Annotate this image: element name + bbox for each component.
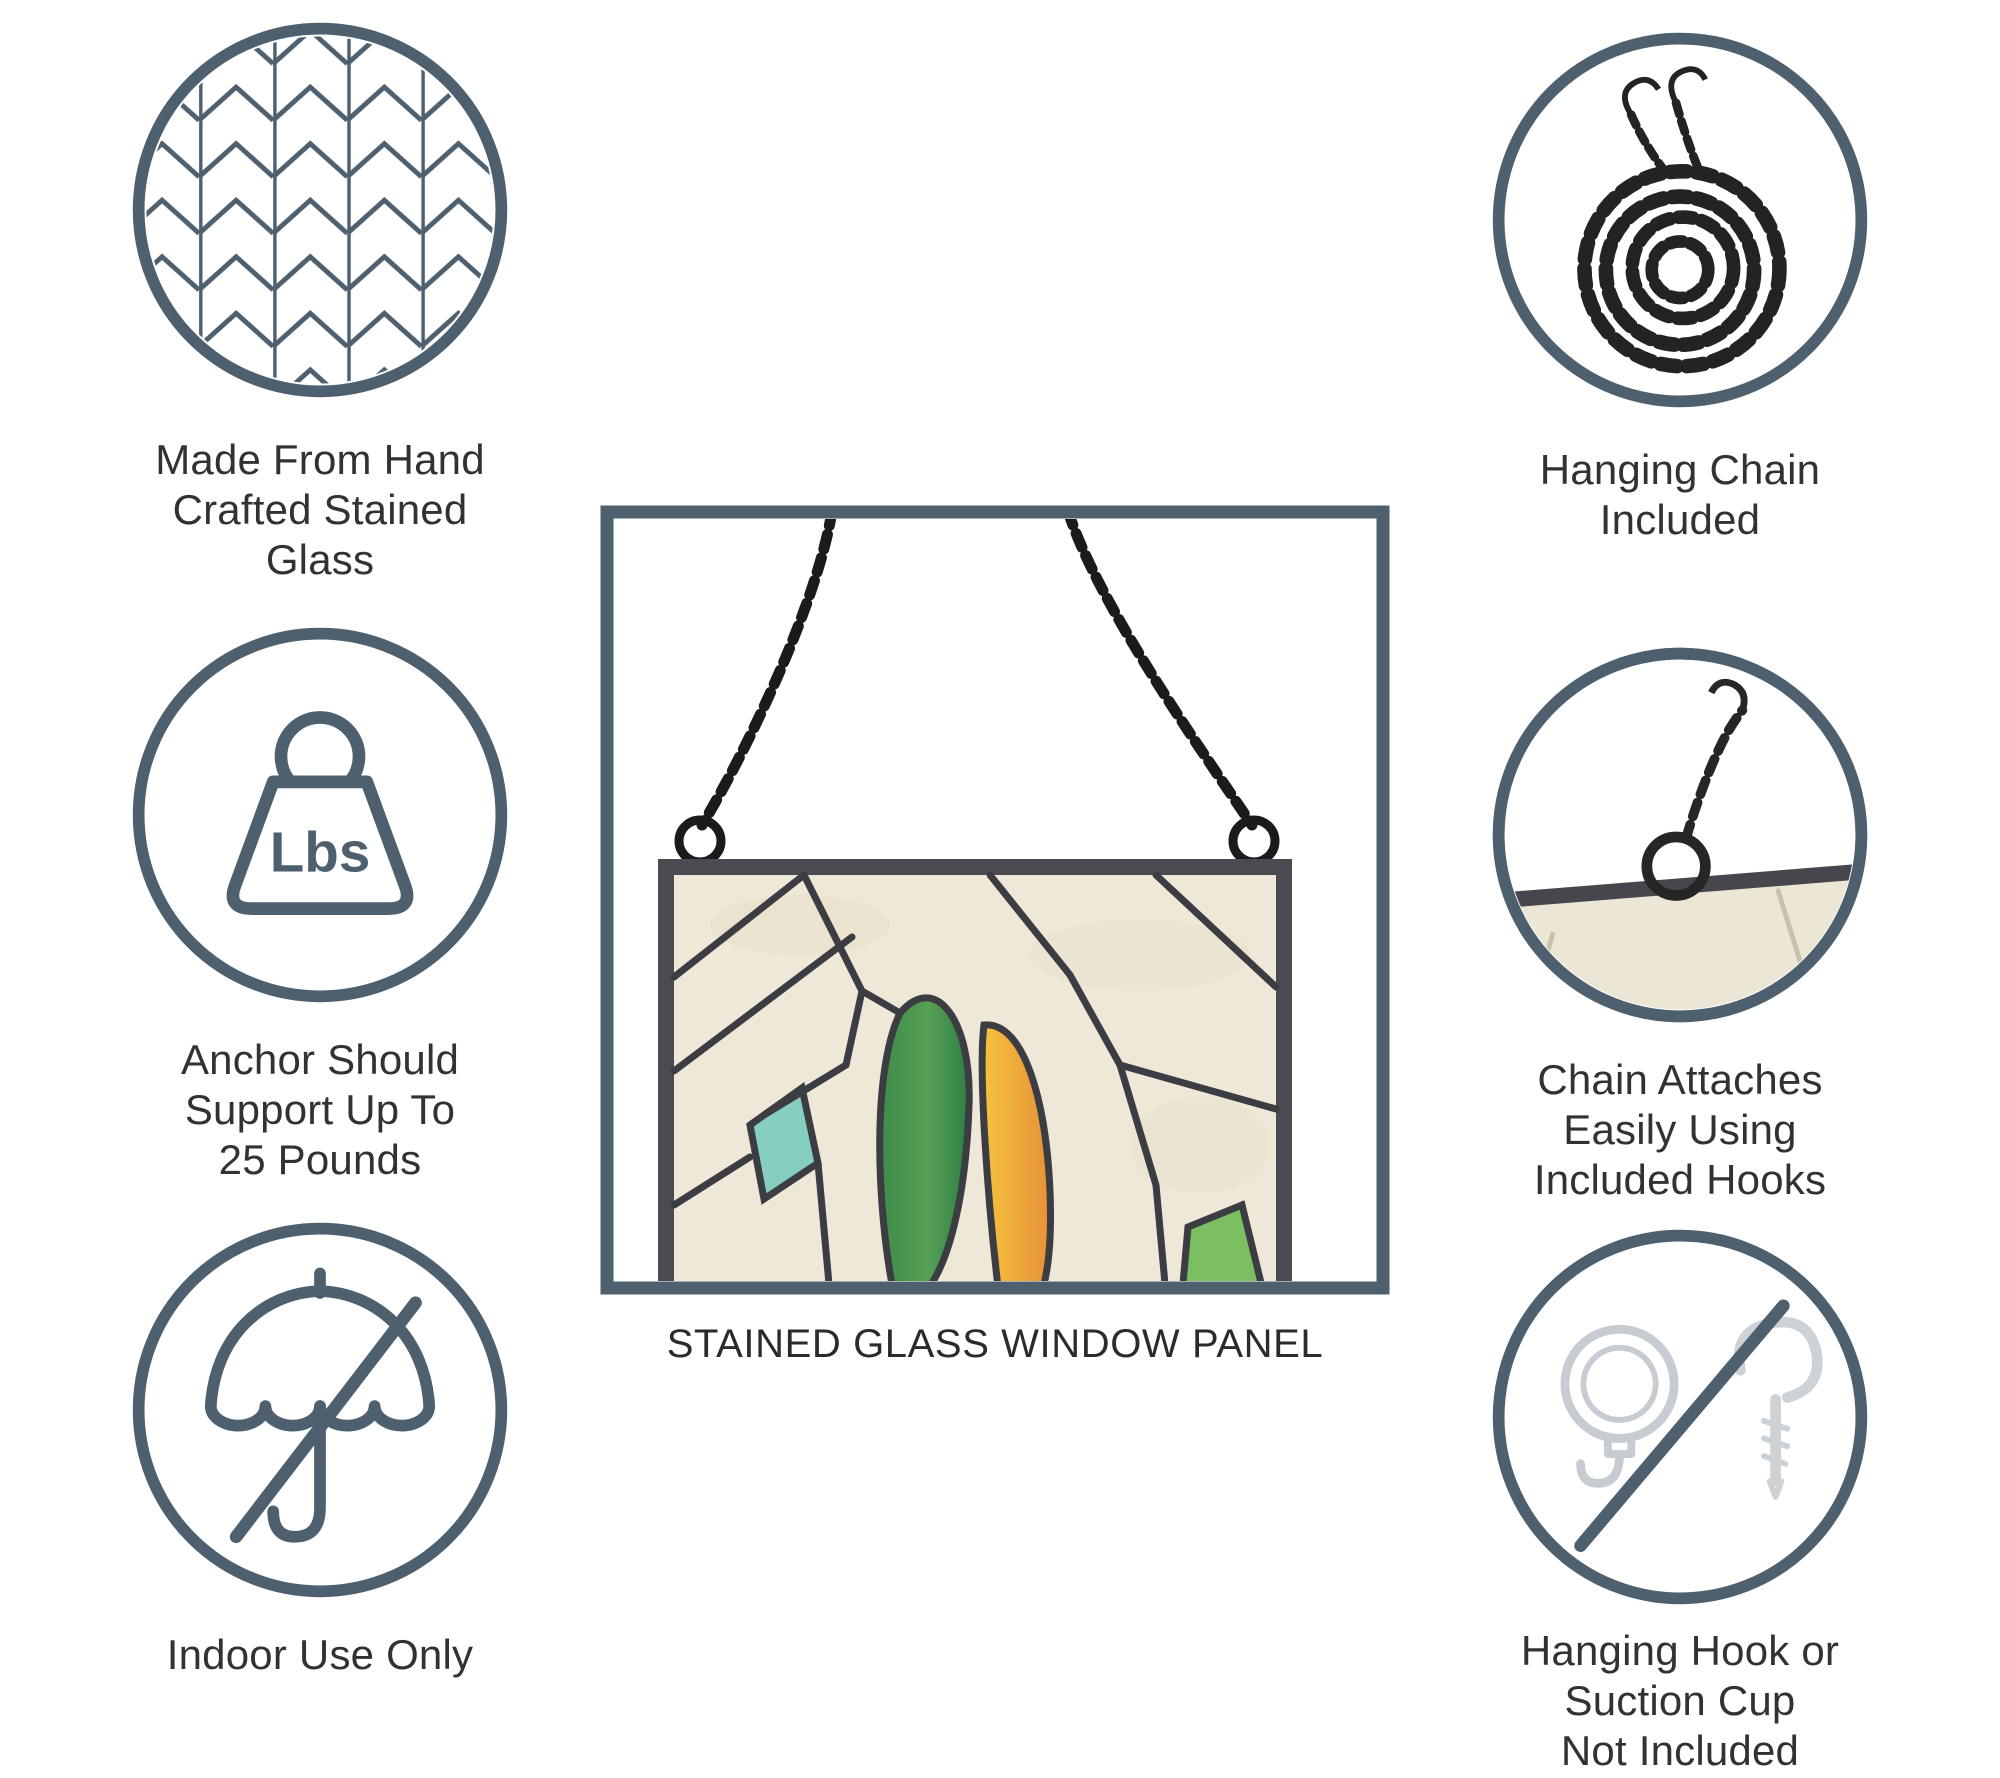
feature-caption-no-hook: Hanging Hook or Suction Cup Not Included	[1520, 1627, 1840, 1774]
feature-caption-weight: Anchor Should Support Up To 25 Pounds	[180, 1036, 460, 1183]
feature-caption-attach: Chain Attaches Easily Using Included Hoo…	[1533, 1056, 1827, 1203]
stained-glass-pattern-icon	[125, 15, 515, 405]
feature-caption-chain: Hanging Chain Included	[1539, 446, 1821, 543]
lead-lines	[670, 871, 1280, 1281]
weight-lbs-icon: Lbs	[125, 620, 515, 1010]
no-umbrella-icon	[125, 1215, 515, 1605]
feature-caption-stained-glass: Made From Hand Crafted Stained Glass	[155, 436, 485, 583]
weight-icon-label: Lbs	[270, 821, 371, 884]
center-square-border	[600, 505, 1390, 1295]
stained-glass-panel-illustration	[600, 495, 1390, 1305]
center-caption: STAINED GLASS WINDOW PANEL	[666, 1322, 1324, 1366]
chain-hook-attach-icon	[1485, 640, 1875, 1030]
no-hanging-hook-icon	[1485, 1222, 1875, 1612]
hanging-chain	[696, 519, 1258, 831]
feature-caption-indoor: Indoor Use Only	[166, 1631, 474, 1678]
hanging-chain-icon	[1485, 25, 1875, 415]
